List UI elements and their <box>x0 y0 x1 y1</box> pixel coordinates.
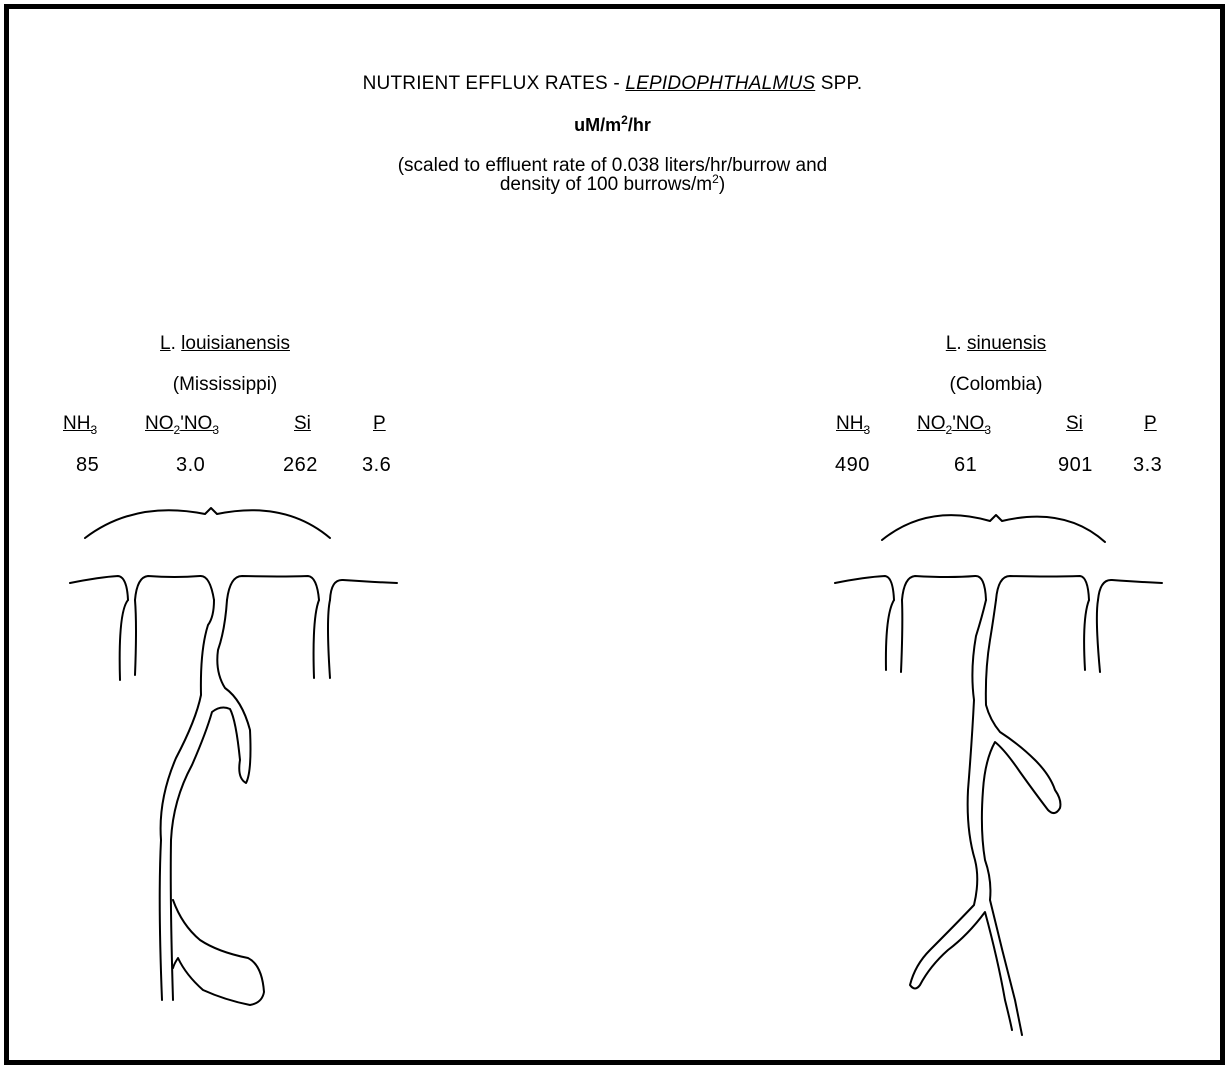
burrow-deep-left <box>160 600 264 1005</box>
brace-right <box>882 515 1105 542</box>
burrow-short-right-2 <box>1084 600 1100 672</box>
burrow-short-left-1 <box>120 600 136 680</box>
burrow-short-right-1 <box>886 600 902 672</box>
brace-left <box>85 508 330 538</box>
burrow-deep-right <box>910 600 1060 1035</box>
sediment-surface-right <box>835 576 1162 600</box>
sediment-surface-left <box>70 576 397 600</box>
burrow-short-left-2 <box>314 600 330 678</box>
